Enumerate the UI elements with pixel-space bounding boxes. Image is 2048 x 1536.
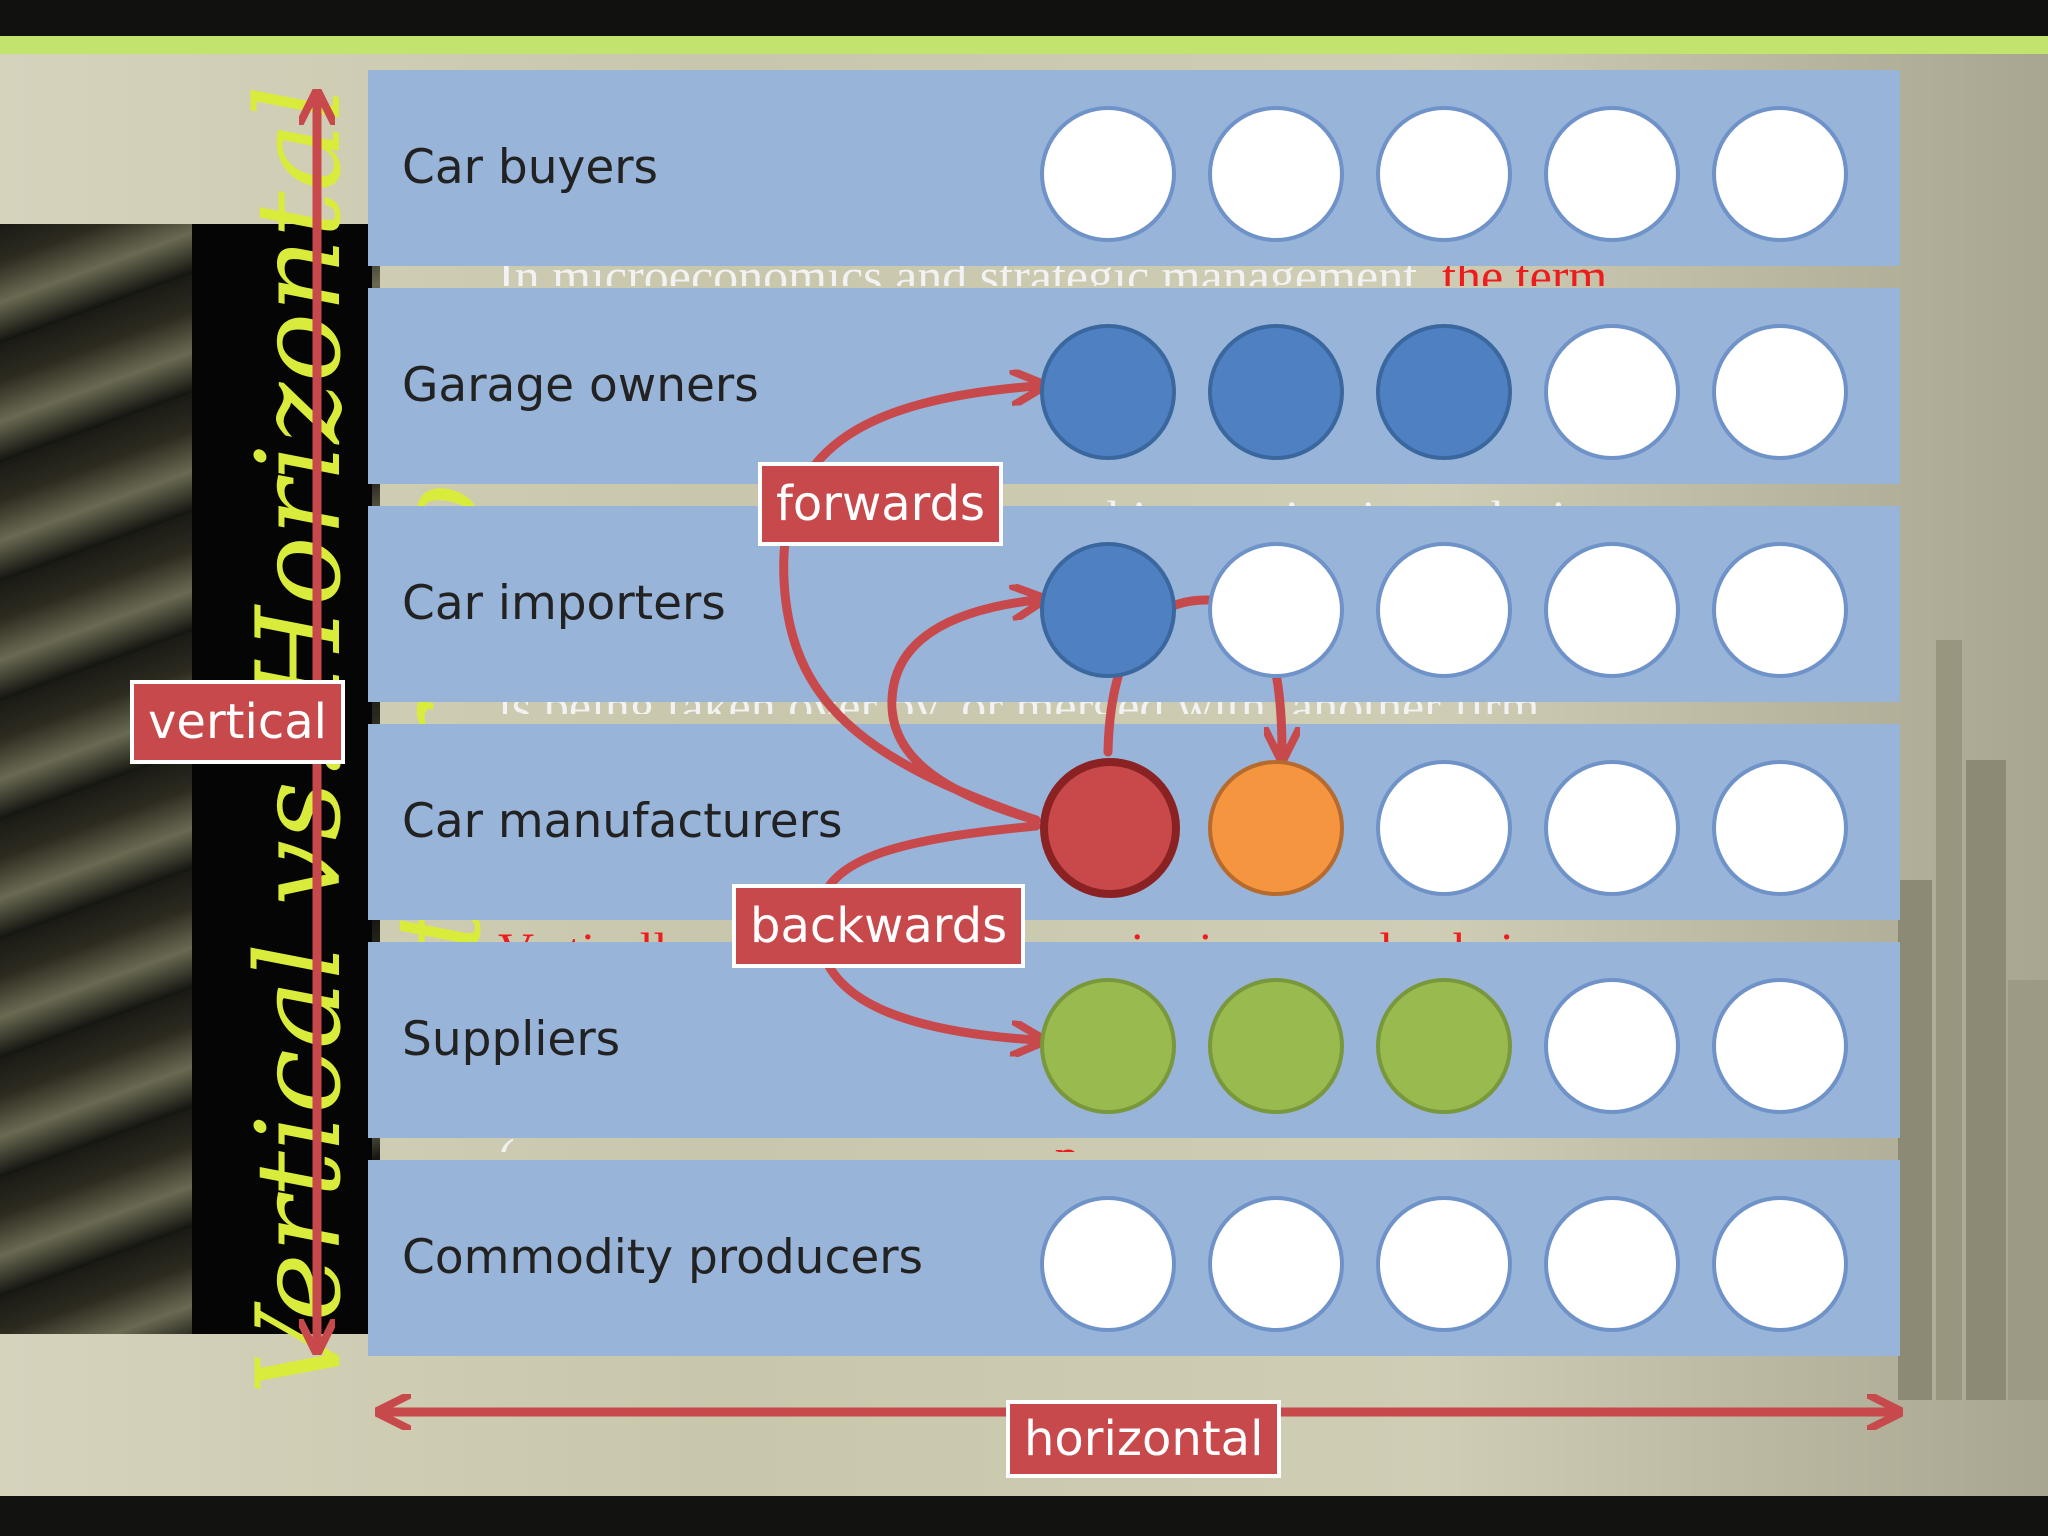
circle-green bbox=[1208, 978, 1344, 1114]
circle-white bbox=[1712, 760, 1848, 896]
circle-blue bbox=[1376, 324, 1512, 460]
row-label: Car buyers bbox=[402, 140, 659, 195]
row-label: Car manufacturers bbox=[402, 794, 843, 849]
circle-white bbox=[1544, 324, 1680, 460]
backwards-label: backwards bbox=[732, 884, 1026, 968]
circle-blue bbox=[1040, 542, 1176, 678]
bottom-band bbox=[0, 1496, 2048, 1536]
circle-white bbox=[1712, 106, 1848, 242]
circle-white bbox=[1544, 1196, 1680, 1332]
circle-white bbox=[1376, 106, 1512, 242]
circle-green bbox=[1376, 978, 1512, 1114]
circle-blue bbox=[1208, 324, 1344, 460]
horizontal-label: horizontal bbox=[1006, 1400, 1282, 1478]
circle-white bbox=[1712, 1196, 1848, 1332]
circle-white bbox=[1208, 1196, 1344, 1332]
circle-white bbox=[1040, 1196, 1176, 1332]
vertical-label: vertical bbox=[130, 680, 345, 764]
circle-white bbox=[1376, 1196, 1512, 1332]
forwards-arrow-to-garage bbox=[779, 386, 1036, 825]
circle-white bbox=[1208, 106, 1344, 242]
row-label: Garage owners bbox=[402, 358, 759, 413]
city-skyline-image bbox=[1890, 520, 2048, 1400]
circle-green bbox=[1040, 978, 1176, 1114]
forwards-arrow-to-importers bbox=[887, 600, 1036, 825]
circle-white bbox=[1712, 978, 1848, 1114]
circle-orange bbox=[1208, 760, 1344, 896]
accent-line bbox=[0, 36, 2048, 54]
row-label: Commodity producers bbox=[402, 1230, 924, 1285]
circle-white bbox=[1544, 106, 1680, 242]
row-label: Car importers bbox=[402, 576, 726, 631]
circle-white bbox=[1544, 978, 1680, 1114]
circle-white bbox=[1376, 760, 1512, 896]
top-band bbox=[0, 0, 2048, 38]
row-label: Suppliers bbox=[402, 1012, 621, 1067]
circle-white bbox=[1712, 542, 1848, 678]
forwards-label: forwards bbox=[758, 462, 1004, 546]
title-panel bbox=[192, 224, 372, 1334]
circle-white bbox=[1544, 542, 1680, 678]
circle-white bbox=[1544, 760, 1680, 896]
circle-white bbox=[1040, 106, 1176, 242]
circle-white bbox=[1376, 542, 1512, 678]
circle-white bbox=[1712, 324, 1848, 460]
circle-red bbox=[1040, 758, 1180, 898]
circle-blue bbox=[1040, 324, 1176, 460]
circle-white bbox=[1208, 542, 1344, 678]
